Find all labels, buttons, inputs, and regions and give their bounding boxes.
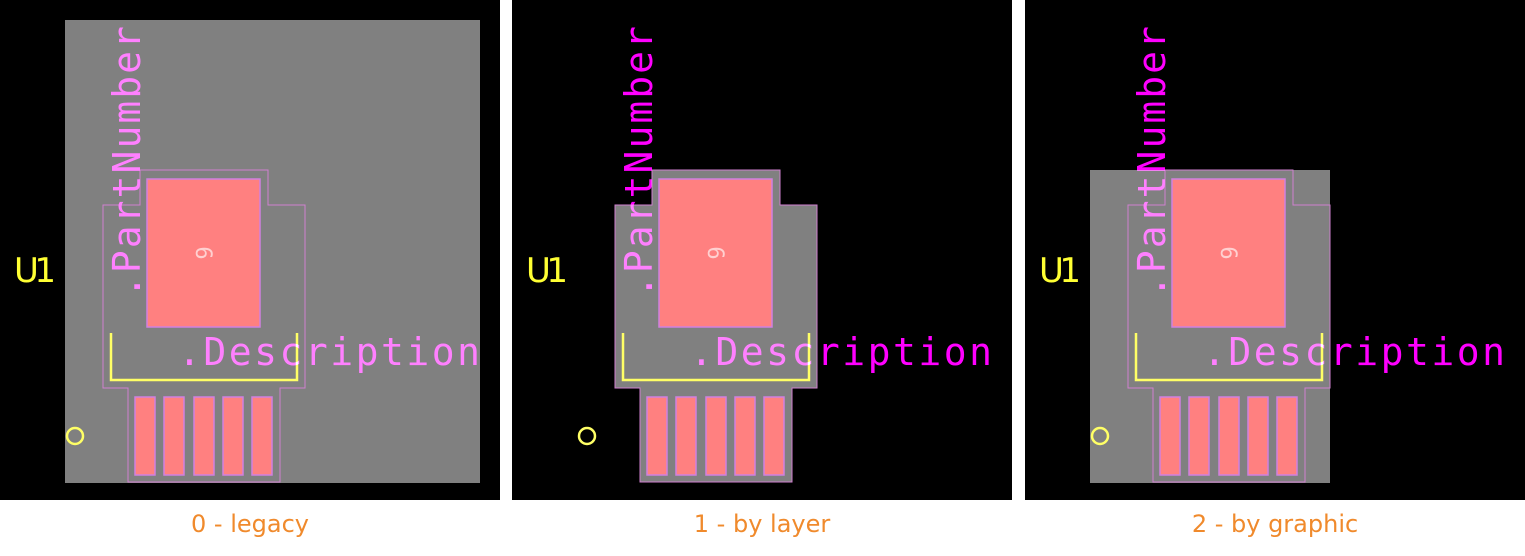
pad-number: 6 (190, 246, 215, 259)
courtyard-outline (614, 169, 818, 483)
pad-small (163, 396, 185, 476)
silkscreen-outline (1134, 333, 1324, 382)
caption-by-layer: 1 - by layer (693, 510, 831, 538)
pad-small (1159, 396, 1181, 476)
pad-small (705, 396, 727, 476)
pad-small (134, 396, 156, 476)
courtyard-outline (1127, 169, 1331, 483)
pad-small (646, 396, 668, 476)
description-label: .Description (690, 330, 992, 374)
pad-small (222, 396, 244, 476)
pad-small (1218, 396, 1240, 476)
reference-label: U1 (14, 251, 56, 291)
pin1-marker (577, 426, 597, 446)
pad-small (1188, 396, 1210, 476)
caption-by-graphic: 2 - by graphic (1191, 510, 1359, 538)
pad-small (1247, 396, 1269, 476)
footprint-view: 6 U1 .PartNumber .Description (526, 26, 992, 483)
pad-small (193, 396, 215, 476)
silkscreen-outline (621, 333, 811, 382)
pin1-marker (65, 426, 85, 446)
pad-small (763, 396, 785, 476)
footprint-view: 6U1.PartNumber.Description (14, 20, 480, 483)
panel-by-layer: 6 U1 .PartNumber .Description (512, 0, 1012, 500)
pad-large (146, 178, 261, 328)
part-number-label: .PartNumber (105, 26, 149, 298)
courtyard-outline (102, 169, 306, 483)
reference-label: U1 (1039, 251, 1081, 291)
pad-large (1171, 178, 1286, 328)
panel-by-graphic: 6 U1 .PartNumber .Description (1025, 0, 1525, 500)
footprint-view: 6 U1 .PartNumber .Description (1039, 26, 1505, 483)
pad-small (251, 396, 273, 476)
pad-small (734, 396, 756, 476)
reference-label: U1 (526, 251, 568, 291)
part-number-label: .PartNumber (617, 26, 661, 298)
pad-large (658, 178, 773, 328)
pad-number: 6 (702, 246, 727, 259)
pad-number: 6 (1215, 246, 1240, 259)
pin1-marker (1090, 426, 1110, 446)
silkscreen-outline (109, 333, 299, 382)
caption-legacy: 0 - legacy (191, 510, 309, 538)
description-label: .Description (1203, 330, 1505, 374)
pad-small (1276, 396, 1298, 476)
part-number-label: .PartNumber (1130, 26, 1174, 298)
pad-small (675, 396, 697, 476)
